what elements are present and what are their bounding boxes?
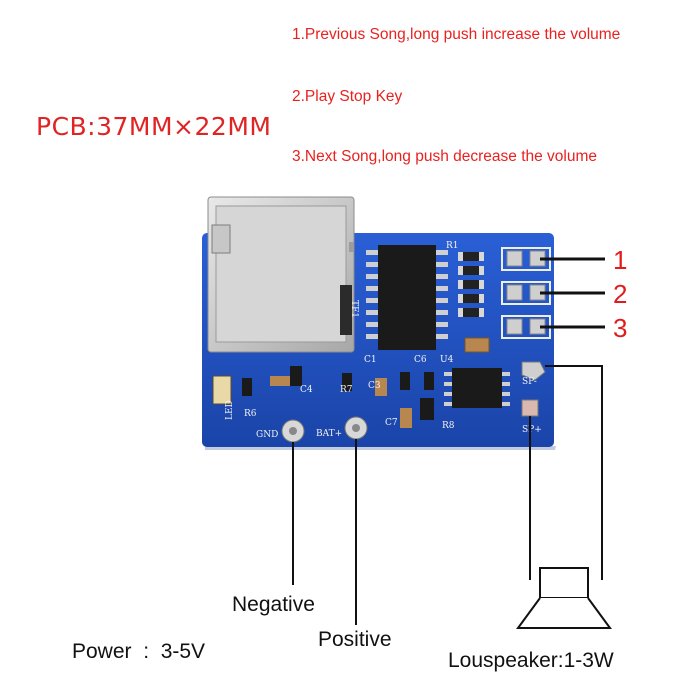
silk-led: LED [225,400,235,420]
speaker-label: Louspeaker:1-3W [448,649,614,673]
loudspeaker-icon [518,568,610,628]
silk-c7: C7 [385,418,398,428]
power-label: Power : 3-5V [72,640,205,664]
silk-sp-plus: SP+ [522,425,542,435]
silk-c4: C4 [300,385,313,395]
amp-ic [444,368,510,408]
key-label-2: 2 [613,279,627,310]
silk-r1: R1 [446,241,459,251]
silk-u4: U4 [440,355,454,365]
silk-c1: C1 [364,355,377,365]
silk-r7: R7 [340,385,353,395]
silk-r6: R6 [244,409,257,419]
negative-label: Negative [232,593,315,617]
silk-bat: BAT+ [316,429,342,439]
positive-label: Positive [318,628,392,652]
silk-c6: C6 [414,355,427,365]
silk-tf1: TF1 [349,300,359,318]
silk-sp-minus: SP- [522,377,537,387]
sd-card-slot-icon [208,197,354,352]
key-label-3: 3 [613,313,627,344]
silk-gnd: GND [256,430,278,440]
silk-r8: R8 [442,421,455,431]
key-label-1: 1 [613,245,627,276]
silk-c3: C3 [368,381,381,391]
main-ic [366,245,448,350]
